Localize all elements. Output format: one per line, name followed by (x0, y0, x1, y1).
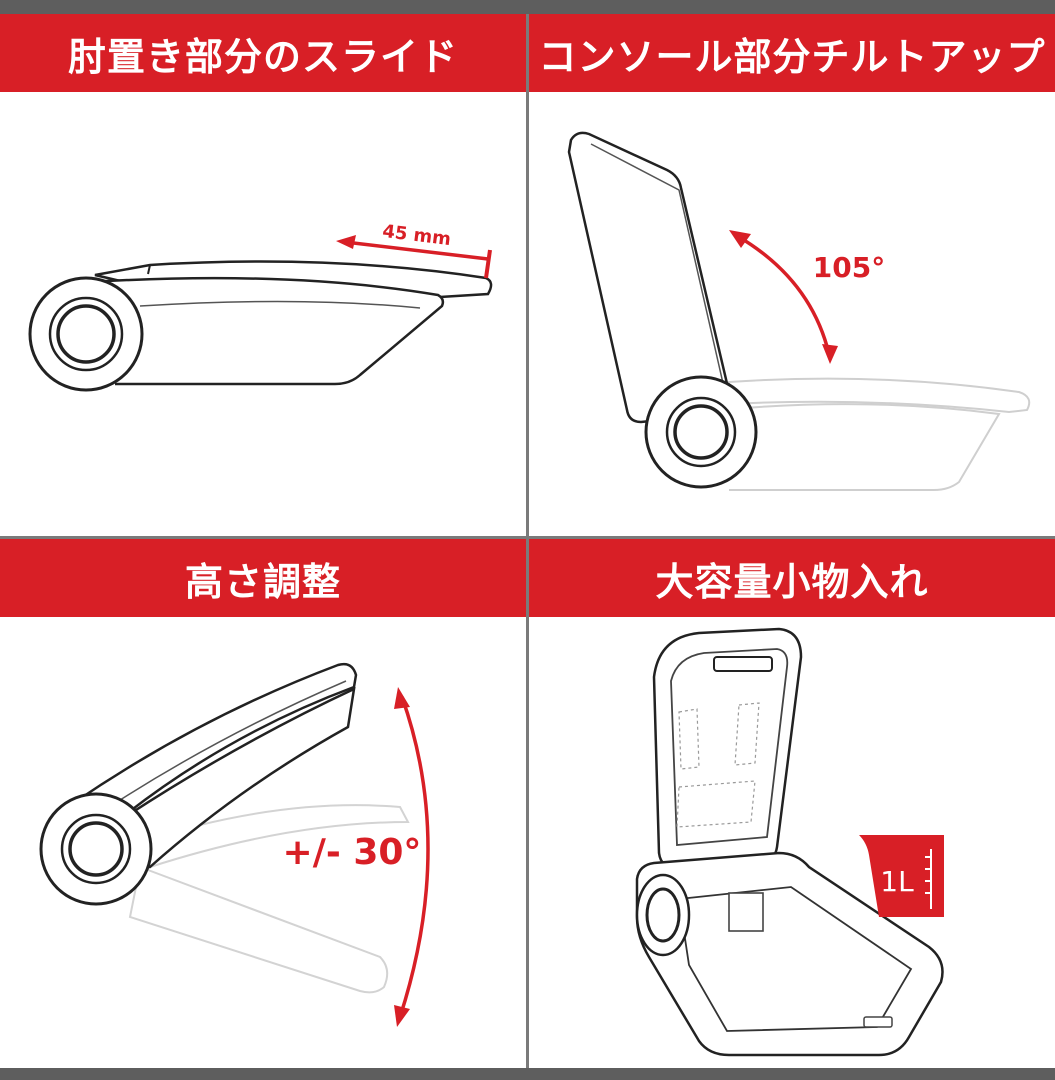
height-header: 高さ調整 (0, 539, 526, 617)
top-bar (0, 0, 1055, 14)
height-angle: +/- 30° (283, 832, 422, 873)
slide-header: 肘置き部分のスライド (0, 14, 526, 92)
tilt-header: コンソール部分チルトアップ (529, 14, 1055, 92)
tilt-arrow (738, 235, 831, 355)
capacity-icon (859, 835, 944, 917)
height-title: 高さ調整 (184, 559, 341, 604)
slide-arrow (344, 240, 489, 261)
bottom-bar (0, 1068, 1055, 1080)
vertical-divider (526, 14, 529, 1068)
armrest-height-illustration: +/- 30° (39, 662, 430, 1027)
storage-box-illustration: 1L (635, 627, 944, 1057)
tilt-title: コンソール部分チルトアップ (538, 34, 1046, 79)
storage-header: 大容量小物入れ (529, 539, 1055, 617)
storage-title: 大容量小物入れ (655, 559, 929, 604)
height-panel: +/- 30° (0, 617, 526, 1068)
armrest-tilt-illustration: 105° (567, 131, 1031, 491)
horizontal-divider (0, 536, 1055, 539)
slide-panel: 45 mm (0, 92, 526, 536)
slide-title: 肘置き部分のスライド (67, 34, 458, 79)
height-arrow (398, 696, 430, 1018)
tilt-panel: 105° (529, 92, 1055, 536)
raised-armrest (72, 662, 358, 829)
storage-panel: 1L (529, 617, 1055, 1068)
capacity-label: 1L (880, 865, 914, 898)
slide-measure: 45 mm (381, 221, 452, 250)
tilt-angle: 105° (813, 251, 885, 284)
armrest-slide-illustration: 45 mm (28, 221, 493, 392)
